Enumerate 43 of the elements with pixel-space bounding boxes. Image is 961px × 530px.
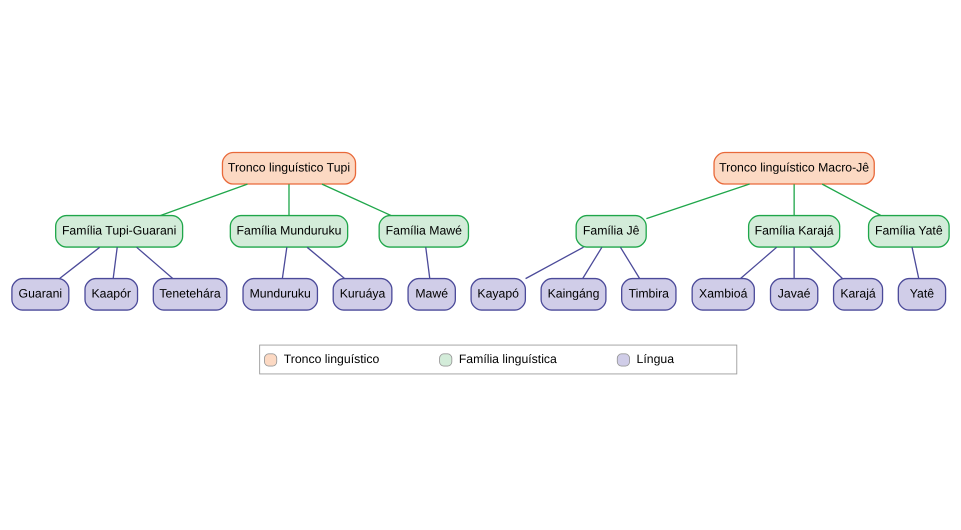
legend-label: Língua xyxy=(636,352,674,366)
node-box: Família Yatê xyxy=(868,214,950,248)
node-box: Javaé xyxy=(770,278,818,311)
node-box: Karajá xyxy=(832,278,884,311)
node-box: Mawé xyxy=(407,278,456,311)
node-box: Família Tupi-Guarani xyxy=(55,214,184,248)
node-box: Guarani xyxy=(11,278,70,311)
connector xyxy=(911,247,920,279)
connector xyxy=(793,184,795,216)
connector xyxy=(112,247,118,279)
node-box: Kaingáng xyxy=(540,278,607,311)
node-box: Tenetehára xyxy=(152,278,228,311)
node-box: Família Mawé xyxy=(378,214,470,248)
node-box: Kaapór xyxy=(84,278,138,311)
node-box: Família Munduruku xyxy=(230,214,348,248)
connector xyxy=(282,247,288,279)
connector xyxy=(646,183,750,220)
connector xyxy=(136,246,174,279)
connector xyxy=(160,184,248,216)
connector xyxy=(59,246,100,279)
connector xyxy=(809,246,843,279)
connector xyxy=(582,246,602,279)
node-box: Munduruku xyxy=(242,278,318,311)
node-box: Yatê xyxy=(898,278,946,311)
connector xyxy=(288,184,290,216)
connector xyxy=(525,246,584,280)
node-box: Tronco linguístico Tupi xyxy=(222,152,356,185)
legend-label: Tronco linguístico xyxy=(284,352,380,366)
node-box: Kuruáya xyxy=(332,278,393,311)
node-box: Kayapó xyxy=(470,278,526,311)
connector xyxy=(322,184,392,216)
node-box: Família Karajá xyxy=(748,214,840,248)
legend-label: Família linguística xyxy=(458,352,557,366)
connector xyxy=(425,247,430,279)
connector xyxy=(620,246,640,279)
node-box: Xambioá xyxy=(691,278,755,311)
connector xyxy=(822,184,881,216)
connector xyxy=(306,246,345,279)
connector xyxy=(793,247,795,278)
node-box: Família Jê xyxy=(575,214,647,248)
node-box: Timbira xyxy=(621,278,677,311)
node-box: Tronco linguístico Macro-Jê xyxy=(713,152,875,185)
connector xyxy=(740,246,778,279)
